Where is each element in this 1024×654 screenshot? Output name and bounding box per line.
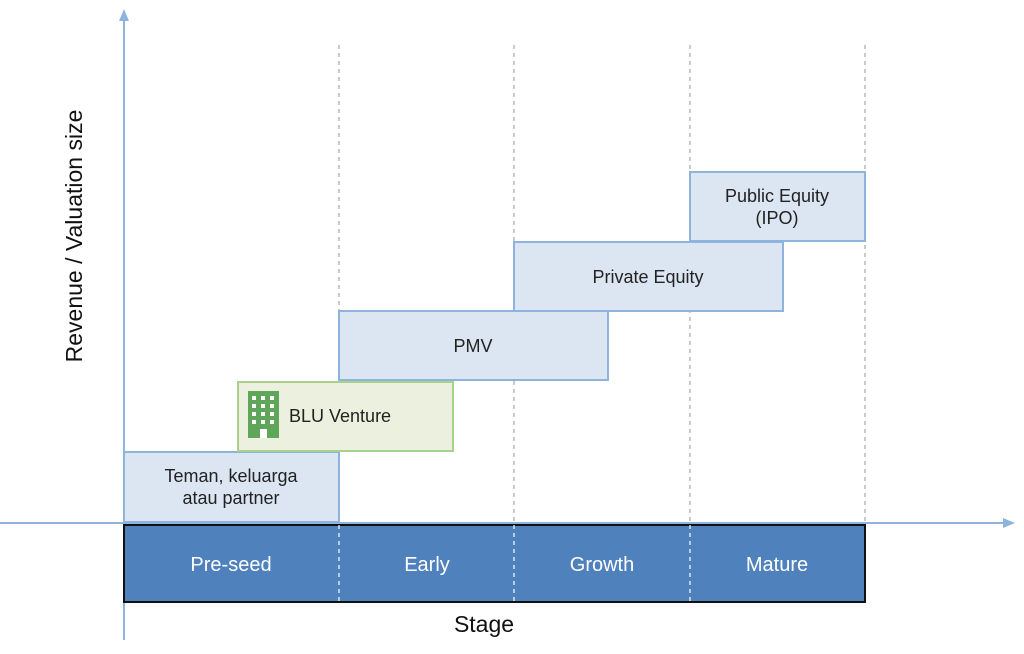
funding-box-pmv: PMV — [338, 310, 609, 381]
stage-label-mature: Mature — [746, 554, 808, 576]
box-label-line: PMV — [453, 336, 492, 356]
stage-label-growth: Growth — [570, 554, 634, 576]
funding-box-public-equity: Public Equity (IPO) — [689, 171, 866, 242]
box-label-line: Public Equity — [725, 186, 829, 206]
x-axis-label: Stage — [454, 611, 514, 637]
stage-label-early: Early — [404, 554, 450, 576]
stage-band: Pre-seed Early Growth Mature — [123, 524, 866, 603]
funding-box-blu-venture: BLU Venture — [237, 381, 454, 452]
stage-label-pre-seed: Pre-seed — [190, 554, 271, 576]
y-axis-arrow-icon — [119, 9, 129, 21]
box-label-line: Teman, keluarga — [164, 466, 298, 486]
building-icon — [248, 391, 279, 438]
x-axis-arrow-icon — [1003, 518, 1015, 528]
box-label-line: BLU Venture — [289, 406, 391, 426]
funding-box-private-equity: Private Equity — [513, 241, 784, 312]
y-axis-label: Revenue / Valuation size — [61, 110, 87, 363]
box-label-line: (IPO) — [756, 208, 799, 228]
box-label-line: atau partner — [182, 488, 279, 508]
funding-box-friends-family: Teman, keluarga atau partner — [123, 451, 340, 523]
box-label-line: Private Equity — [592, 267, 703, 287]
